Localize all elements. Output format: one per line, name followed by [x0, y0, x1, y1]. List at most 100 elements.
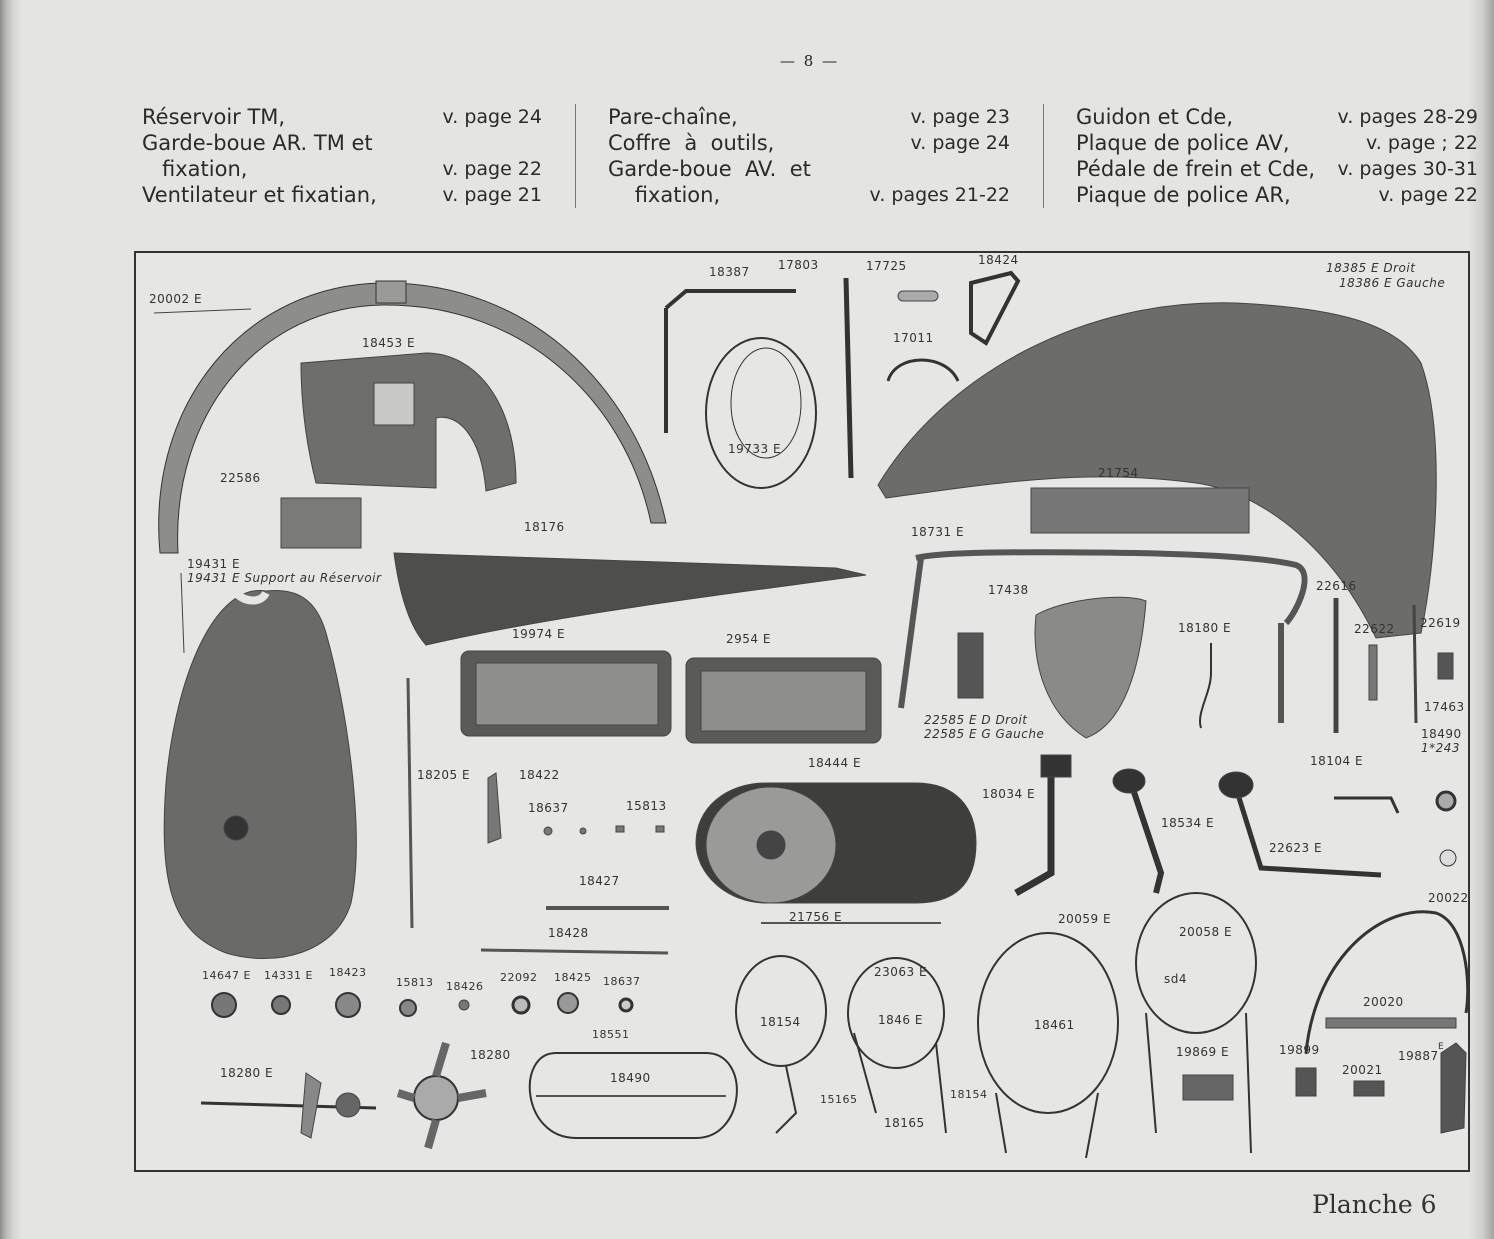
part-group-name: fixation,: [142, 157, 248, 181]
spring-17463-drawing: [1437, 652, 1454, 680]
cable-18154-drawing: [735, 955, 827, 1067]
part-label: 19887: [1398, 1049, 1439, 1063]
part-label: 21754: [1098, 466, 1139, 480]
cable-23063-drawing: [847, 957, 945, 1069]
fitting-18423-drawing: [335, 992, 361, 1018]
part-label: 21756 E: [789, 910, 843, 924]
part-label: 14647 E: [202, 969, 251, 982]
part-label: 22616: [1316, 579, 1357, 593]
part-label: 19869 E: [1176, 1045, 1230, 1059]
part-label: 20020: [1363, 995, 1404, 1009]
spring-18180-drawing: [1198, 643, 1212, 729]
parts-illustration: [153, 270, 1468, 1159]
page-reference: v. page 24: [910, 132, 1010, 154]
chain-guard-drawing: [393, 552, 867, 646]
mudguard-bracket-drawing: [375, 280, 407, 304]
part-label: 15813: [626, 799, 667, 813]
pedal-18534-drawing: [1128, 782, 1165, 894]
part-label: 18637: [528, 801, 569, 815]
part-label: 20058 E: [1179, 925, 1233, 939]
part-label: 17803: [778, 258, 819, 272]
fitting-14647-drawing: [211, 992, 237, 1018]
part-group-name: Garde-boue AR. TM et: [142, 131, 373, 155]
header-row: Coffre à outils, v. page 24: [608, 130, 1010, 156]
page-reference: v. page 24: [442, 106, 542, 128]
part-label: 18427: [579, 874, 620, 888]
buckle-19899-drawing: [1295, 1067, 1317, 1097]
header-row: fixation,v. pages 21-22: [608, 182, 1010, 208]
part-label: 18551: [592, 1028, 630, 1041]
part-label: 20021: [1342, 1063, 1383, 1077]
header-column-2: Pare-chaîne,v. page 23 Coffre à outils,v…: [608, 104, 1010, 208]
part-label: 1*243: [1421, 741, 1461, 755]
part-group-name: Pare-chaîne,: [608, 105, 738, 129]
page-reference: v. page 21: [442, 184, 542, 206]
part-label: 17438: [988, 583, 1029, 597]
page-number: — 8 —: [780, 52, 840, 70]
part-label: 22623 E: [1269, 841, 1323, 855]
page-binding-edge: [0, 0, 22, 1239]
bracket-18104-drawing: [1334, 796, 1400, 814]
header-row: Plaque de police AV,v. page ; 22: [1076, 130, 1478, 156]
rear-mudguard-drawing: [158, 282, 667, 554]
header-row: Garde-boue AV. et: [608, 156, 1010, 182]
part-label: 22586: [220, 471, 261, 485]
part-label: 2954 E: [726, 632, 771, 646]
part-label: 20022: [1428, 891, 1469, 905]
pedal-18034-drawing: [1014, 758, 1055, 897]
part-label: 18534 E: [1161, 816, 1215, 830]
part-label: 18154: [760, 1015, 801, 1029]
part-label: 17725: [866, 259, 907, 273]
part-label: E: [1438, 1042, 1445, 1052]
part-label: 18205 E: [417, 768, 471, 782]
page-right-edge: [1468, 0, 1494, 1239]
part-label: 18428: [548, 926, 589, 940]
part-group-name: Ventilateur et fixatian,: [142, 183, 377, 207]
header-column-1: Réservoir TM,v. page 24 Garde-boue AR. T…: [142, 104, 542, 208]
triangle-bracket-drawing: [969, 270, 1021, 346]
page-reference: v. pages 21-22: [869, 184, 1010, 206]
handlebar-drawing: [898, 549, 1308, 723]
cable-20058-drawing: [1135, 892, 1257, 1034]
part-group-name: Garde-boue AV. et: [608, 157, 811, 181]
front-mudguard-drawing: [877, 302, 1437, 639]
part-label: 15813: [396, 976, 434, 989]
parts-plate-frame: 20002 E 18453 E 22586 18387 17803 17725 …: [134, 251, 1470, 1172]
part-label: 22092: [500, 971, 538, 984]
part-label: sd4: [1164, 972, 1188, 986]
bracket-18387-drawing: [664, 289, 796, 433]
part-label: 18426: [446, 980, 484, 993]
part-label: 1846 E: [878, 1013, 923, 1027]
part-label: 19431 E: [187, 557, 241, 571]
header-row: Réservoir TM,v. page 24: [142, 104, 542, 130]
header-row: Garde-boue AR. TM et: [142, 130, 542, 156]
bracket-19887-drawing: [1440, 1042, 1467, 1134]
part-group-name: Pédale de frein et Cde,: [1076, 157, 1316, 181]
part-label: 18386 E Gauche: [1339, 276, 1446, 290]
fan-18280E-drawing: [200, 1072, 377, 1139]
rod-18205-drawing: [406, 677, 414, 929]
column-separator: [1043, 104, 1044, 208]
part-group-name: Piaque de police AR,: [1076, 183, 1291, 207]
page-reference: v. pages 28-29: [1337, 106, 1478, 128]
fitting-14331-drawing: [271, 995, 291, 1015]
part-group-name: Guidon et Cde,: [1076, 105, 1233, 129]
part-label: 18104 E: [1310, 754, 1364, 768]
lever-18422-drawing: [487, 772, 502, 844]
part-label: 22585 E G Gauche: [924, 727, 1045, 741]
part-label: 18461: [1034, 1018, 1075, 1032]
column-separator: [575, 104, 576, 208]
part-label: 18034 E: [982, 787, 1036, 801]
license-plate-shield-drawing: [1034, 596, 1147, 739]
clip-22586-drawing: [280, 497, 362, 549]
cable-18490-drawing: [528, 1052, 738, 1139]
part-label: 14331 E: [264, 969, 313, 982]
part-group-name: Coffre à outils,: [608, 131, 775, 155]
part-label: 18490: [1421, 727, 1462, 741]
header-column-3: Guidon et Cde, v. pages 28-29 Plaque de p…: [1076, 104, 1478, 208]
part-label: 18423: [329, 966, 367, 979]
part-label: 17011: [893, 331, 934, 345]
part-label: 20059 E: [1058, 912, 1112, 926]
part-label: 18490: [610, 1071, 651, 1085]
part-label: 19974 E: [512, 627, 566, 641]
